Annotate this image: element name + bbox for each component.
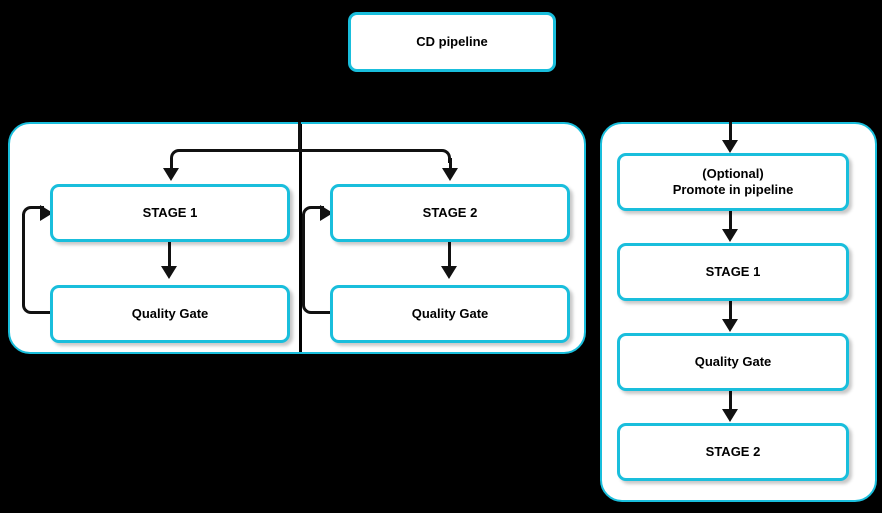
promote-in-pipeline-label-line2: Promote in pipeline [672, 182, 794, 197]
promote-to-stage-1-arrowhead [722, 229, 738, 242]
feedback-1-elbow-bottom [22, 300, 52, 314]
right-panel-stage-2-node[interactable]: STAGE 2 [617, 423, 849, 481]
left-panel-quality-gate-1-label: Quality Gate [131, 305, 209, 321]
feedback-1-elbow-top [22, 206, 44, 220]
feedback-1-riser [22, 214, 25, 304]
left-panel-quality-gate-2-label: Quality Gate [411, 305, 489, 321]
feedback-2-riser [302, 214, 305, 304]
panel-entry-arrowhead [722, 140, 738, 153]
promote-in-pipeline-node[interactable]: (Optional) Promote in pipeline [617, 153, 849, 211]
fork-elbow-left [170, 149, 300, 163]
cd-pipeline-node[interactable]: CD pipeline [348, 12, 556, 72]
fork-right-drop [449, 158, 452, 170]
promote-in-pipeline-label-line1: (Optional) [702, 165, 764, 181]
promote-to-stage-1-line [729, 211, 732, 231]
right-panel-stage-2-label: STAGE 2 [705, 443, 761, 459]
fork-right-arrowhead [442, 168, 458, 181]
left-panel-stage-2-label: STAGE 2 [422, 204, 478, 220]
right-panel-quality-gate-label: Quality Gate [694, 353, 772, 369]
panel-entry-line [729, 122, 732, 142]
right-panel-stage-1-label: STAGE 1 [705, 263, 761, 279]
fork-elbow-right [299, 149, 451, 163]
feedback-1-arrowhead [40, 205, 53, 221]
stage-2-to-gate-line [448, 242, 451, 268]
fork-left-arrowhead [163, 168, 179, 181]
panel-column-divider [299, 124, 302, 352]
right-panel-stage-1-node[interactable]: STAGE 1 [617, 243, 849, 301]
stage-1-to-quality-gate-arrowhead [722, 319, 738, 332]
feedback-2-arrowhead [320, 205, 333, 221]
stage-1-to-gate-arrowhead [161, 266, 177, 279]
quality-gate-to-stage-2-arrowhead [722, 409, 738, 422]
fork-stem [298, 122, 301, 152]
left-panel-stage-2-node[interactable]: STAGE 2 [330, 184, 570, 242]
fork-left-drop [170, 158, 173, 170]
feedback-2-elbow-bottom [302, 300, 332, 314]
quality-gate-to-stage-2-line [729, 391, 732, 411]
left-panel-quality-gate-1-node[interactable]: Quality Gate [50, 285, 290, 343]
feedback-2-elbow-top [302, 206, 324, 220]
stage-1-to-gate-line [168, 242, 171, 268]
stage-1-to-quality-gate-line [729, 301, 732, 321]
left-panel-stage-1-label: STAGE 1 [142, 204, 198, 220]
right-panel-quality-gate-node[interactable]: Quality Gate [617, 333, 849, 391]
cd-pipeline-label: CD pipeline [416, 33, 488, 49]
left-panel-stage-1-node[interactable]: STAGE 1 [50, 184, 290, 242]
stage-2-to-gate-arrowhead [441, 266, 457, 279]
left-panel-quality-gate-2-node[interactable]: Quality Gate [330, 285, 570, 343]
